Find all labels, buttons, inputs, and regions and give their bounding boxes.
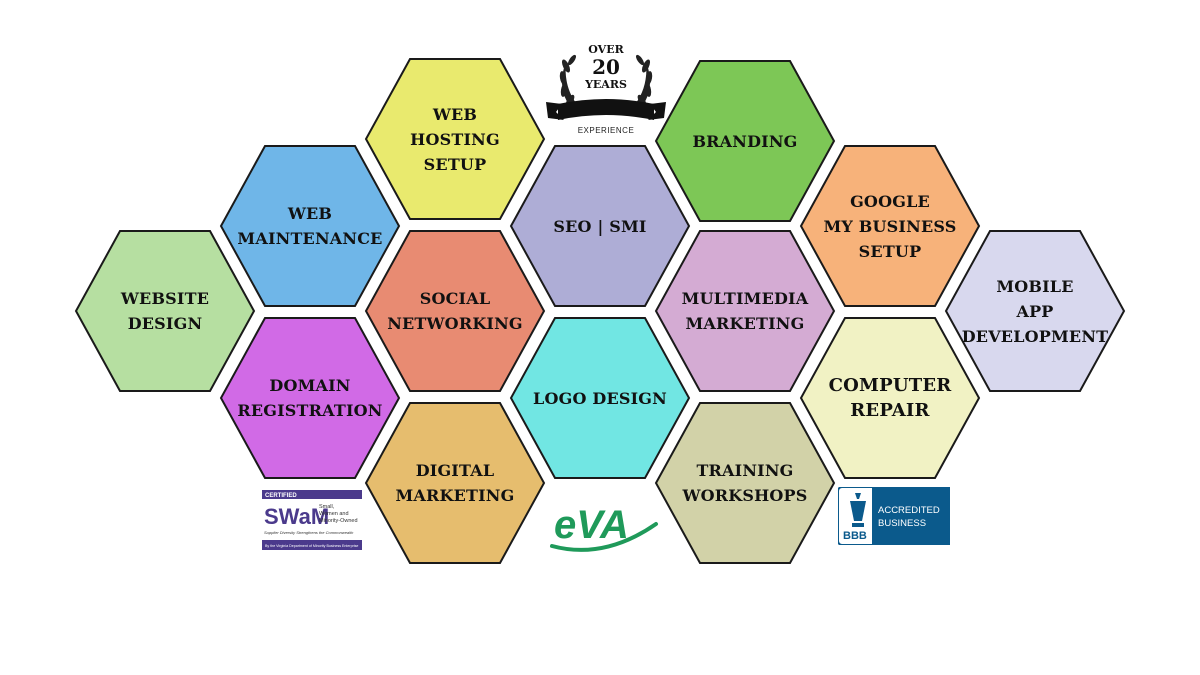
hexagon-shape <box>654 60 836 222</box>
service-label: BRANDING <box>669 60 821 222</box>
service-label: DOMAIN REGISTRATION <box>234 317 386 479</box>
badge-caption: EXPERIENCE <box>578 126 635 135</box>
service-label-line: DEVELOPMENT <box>961 326 1109 346</box>
hexagon-shape <box>944 230 1126 392</box>
hexagon-shape <box>364 230 546 392</box>
swam-certified-logo: CERTIFIED SWaM Small, Women and Minority… <box>262 490 362 550</box>
swam-desc-3: Minority-Owned <box>319 518 358 524</box>
service-label-line: GOOGLE <box>850 191 930 211</box>
hex-domain-registration: DOMAIN REGISTRATION <box>219 317 401 479</box>
service-label-line: BRANDING <box>692 131 798 151</box>
hexagon-shape <box>219 317 401 479</box>
service-label: COMPUTER REPAIR <box>814 317 966 479</box>
service-label: MULTIMEDIA MARKETING <box>669 230 821 392</box>
service-label-line: MARKETING <box>685 314 805 333</box>
service-label-line: WORKSHOPS <box>682 486 808 505</box>
service-label-line: HOSTING <box>410 129 500 149</box>
hexagon-shape <box>654 230 836 392</box>
service-label: DIGITAL MARKETING <box>379 402 531 564</box>
hexagon-shape <box>219 145 401 307</box>
service-label: WEB HOSTING SETUP <box>379 58 531 220</box>
hex-multimedia-marketing: MULTIMEDIA MARKETING <box>654 230 836 392</box>
hex-web-maintenance: WEB MAINTENANCE <box>219 145 401 307</box>
service-label: GOOGLE MY BUSINESS SETUP <box>814 145 966 307</box>
ribbon-banner <box>558 99 654 120</box>
service-label: LOGO DESIGN <box>524 317 676 479</box>
hexagon-shape <box>654 402 836 564</box>
torch-icon <box>850 493 866 527</box>
laurel-wreath-icon: OVER 20 YEARS EXPERIENCE <box>546 43 666 135</box>
hex-training-workshops: TRAINING WORKSHOPS <box>654 402 836 564</box>
badge-top-text: OVER <box>588 43 624 56</box>
hex-computer-repair: COMPUTER REPAIR <box>799 317 981 479</box>
badge-number: 20 <box>592 55 620 79</box>
eva-mark: eVA <box>554 503 629 547</box>
hex-social-networking: SOCIAL NETWORKING <box>364 230 546 392</box>
bbb-accredited-logo: BBB ACCREDITED BUSINESS <box>837 486 951 546</box>
swam-tagline: Supplier Diversity Strengthens the Commo… <box>264 530 354 535</box>
eva-logo: eVA <box>548 496 660 558</box>
service-label-line: REPAIR <box>850 400 930 421</box>
badge-bottom-text: YEARS <box>584 78 627 91</box>
service-label-line: WEBSITE <box>120 289 210 308</box>
service-label-line: WEB <box>432 104 478 124</box>
bbb-line-2: BUSINESS <box>878 518 926 529</box>
service-label-line: APP <box>1016 301 1054 321</box>
service-label-line: COMPUTER <box>828 375 952 396</box>
hexagon-shape <box>364 402 546 564</box>
service-label: SOCIAL NETWORKING <box>379 230 531 392</box>
service-label-line: SOCIAL <box>419 289 491 308</box>
swam-desc-1: Small, <box>319 504 335 510</box>
service-label-line: DOMAIN <box>269 376 351 395</box>
hex-google-my-business-setup: GOOGLE MY BUSINESS SETUP <box>799 145 981 307</box>
service-label-line: SETUP <box>423 154 487 174</box>
hexagon-shape <box>364 58 546 220</box>
service-label-line: TRAINING <box>696 461 794 480</box>
bbb-mark: BBB <box>843 530 867 542</box>
hex-seo-smi: SEO | SMI <box>509 145 691 307</box>
experience-badge: OVER 20 YEARS EXPERIENCE <box>544 36 668 140</box>
swam-footer: By the Virginia Department of Minority B… <box>265 544 358 548</box>
service-label-line: NETWORKING <box>387 314 523 333</box>
service-label-line: MY BUSINESS <box>823 216 957 236</box>
service-label: SEO | SMI <box>524 145 676 307</box>
hex-web-hosting-setup: WEB HOSTING SETUP <box>364 58 546 220</box>
hexagon-shape <box>509 317 691 479</box>
hex-website-design: WEBSITE DESIGN <box>74 230 256 392</box>
hex-digital-marketing: DIGITAL MARKETING <box>364 402 546 564</box>
hex-logo-design: LOGO DESIGN <box>509 317 691 479</box>
service-label: MOBILE APP DEVELOPMENT <box>959 230 1111 392</box>
service-label-line: SETUP <box>858 241 922 261</box>
hexagon-shape <box>799 317 981 479</box>
hexagon-shape <box>74 230 256 392</box>
service-label-line: MARKETING <box>395 486 515 505</box>
service-label: TRAINING WORKSHOPS <box>669 402 821 564</box>
bbb-line-1: ACCREDITED <box>878 505 940 516</box>
service-label: WEBSITE DESIGN <box>89 230 241 392</box>
swam-desc-2: Women and <box>319 511 349 517</box>
service-label-line: MOBILE <box>996 276 1074 296</box>
eva-swoosh <box>550 522 658 552</box>
service-label: WEB MAINTENANCE <box>234 145 386 307</box>
hex-branding: BRANDING <box>654 60 836 222</box>
service-label-line: MAINTENANCE <box>237 229 383 248</box>
hex-mobile-app-development: MOBILE APP DEVELOPMENT <box>944 230 1126 392</box>
swam-mark: SWaM <box>264 504 329 529</box>
hexagon-shape <box>799 145 981 307</box>
service-label-line: DESIGN <box>127 314 203 333</box>
service-label-line: DIGITAL <box>415 461 495 480</box>
swam-certified-text: CERTIFIED <box>265 493 297 499</box>
hexagon-shape <box>509 145 691 307</box>
service-label-line: REGISTRATION <box>237 401 383 420</box>
service-label-line: LOGO DESIGN <box>533 388 667 408</box>
service-label-line: SEO | SMI <box>553 216 647 236</box>
service-label-line: MULTIMEDIA <box>681 289 809 308</box>
service-label-line: WEB <box>287 204 333 223</box>
